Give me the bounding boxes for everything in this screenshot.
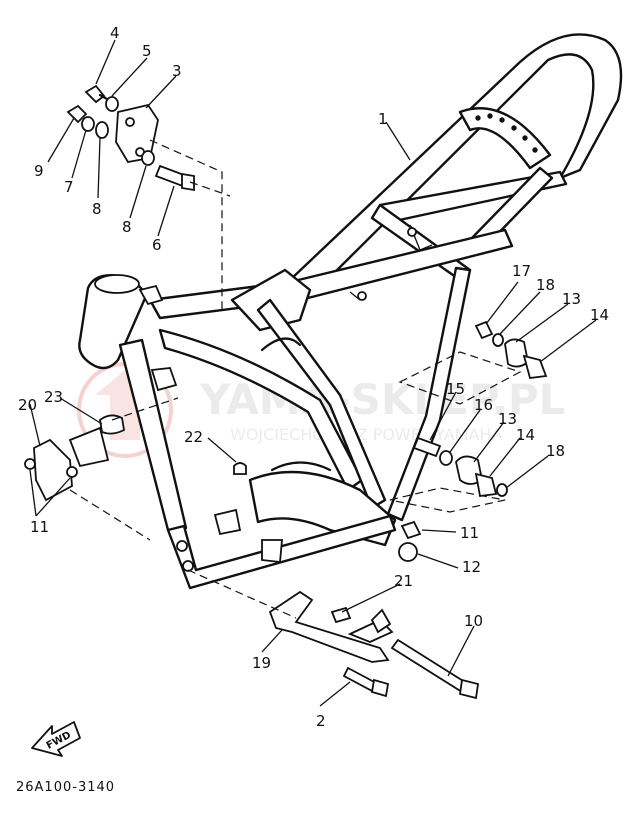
- callout-5: 5: [142, 42, 152, 60]
- rubber-23: [99, 414, 125, 435]
- collar-8a: [95, 121, 109, 139]
- callout-20: 20: [18, 396, 37, 414]
- callout-8b: 8: [122, 218, 132, 236]
- spring-hook-21: [330, 606, 352, 624]
- callout-4: 4: [110, 24, 120, 42]
- callout-labels: 1 2 3 4 5 6 7 8 8 9 10 11 11 12 13 13 14…: [18, 24, 609, 730]
- engine-mount-bracket-assembly: [66, 84, 231, 310]
- callout-6: 6: [152, 236, 162, 254]
- callout-15: 15: [446, 380, 465, 398]
- left-side-bracket-assembly: [24, 397, 179, 541]
- leader-lines: [29, 39, 597, 707]
- washer-7: [81, 116, 95, 132]
- bolt-4: [84, 84, 106, 104]
- right-engine-mount-assembly: [389, 320, 548, 562]
- sidestand-19: [268, 590, 390, 663]
- callout-14a: 14: [590, 306, 609, 324]
- cap-22: [233, 462, 247, 475]
- washer-18a: [492, 333, 504, 347]
- callout-16: 16: [474, 396, 493, 414]
- watermark-sub-text: WOJCIECHOWICZ POWER-YAMAHA: [230, 425, 502, 444]
- callout-11b: 11: [460, 524, 479, 542]
- callout-22: 22: [184, 428, 203, 446]
- sidestand-assembly: [187, 569, 480, 700]
- callout-3: 3: [172, 62, 182, 80]
- cap-12: [398, 542, 418, 562]
- drawing-code: 26A100-3140: [16, 780, 115, 795]
- callout-13b: 13: [498, 410, 517, 428]
- callout-9: 9: [34, 162, 44, 180]
- spacer-14b: [474, 472, 498, 497]
- callout-7: 7: [64, 178, 74, 196]
- callout-1: 1: [378, 110, 388, 128]
- washer-16: [439, 450, 453, 466]
- callout-8a: 8: [92, 200, 102, 218]
- collar-13a: [504, 338, 529, 368]
- main-frame: [78, 33, 623, 590]
- forward-arrow-icon: FWD: [31, 721, 81, 757]
- callout-21: 21: [394, 572, 413, 590]
- bolt-15: [412, 436, 442, 458]
- callout-2: 2: [316, 712, 326, 730]
- callout-11a: 11: [30, 518, 49, 536]
- washer-18b: [496, 483, 508, 497]
- washer-5: [105, 96, 119, 112]
- nut-11: [400, 520, 422, 540]
- callout-12: 12: [462, 558, 481, 576]
- callout-13a: 13: [562, 290, 581, 308]
- nut-9: [66, 104, 88, 124]
- long-bolt-10: [390, 638, 470, 694]
- bolt-17: [474, 320, 494, 340]
- callout-18b: 18: [546, 442, 565, 460]
- callout-19: 19: [252, 654, 271, 672]
- callout-23: 23: [44, 388, 63, 406]
- callout-17: 17: [512, 262, 531, 280]
- collar-8b: [141, 150, 155, 166]
- side-bracket-20: [33, 438, 73, 502]
- callout-10: 10: [464, 612, 483, 630]
- callout-14b: 14: [516, 426, 535, 444]
- callout-18a: 18: [536, 276, 555, 294]
